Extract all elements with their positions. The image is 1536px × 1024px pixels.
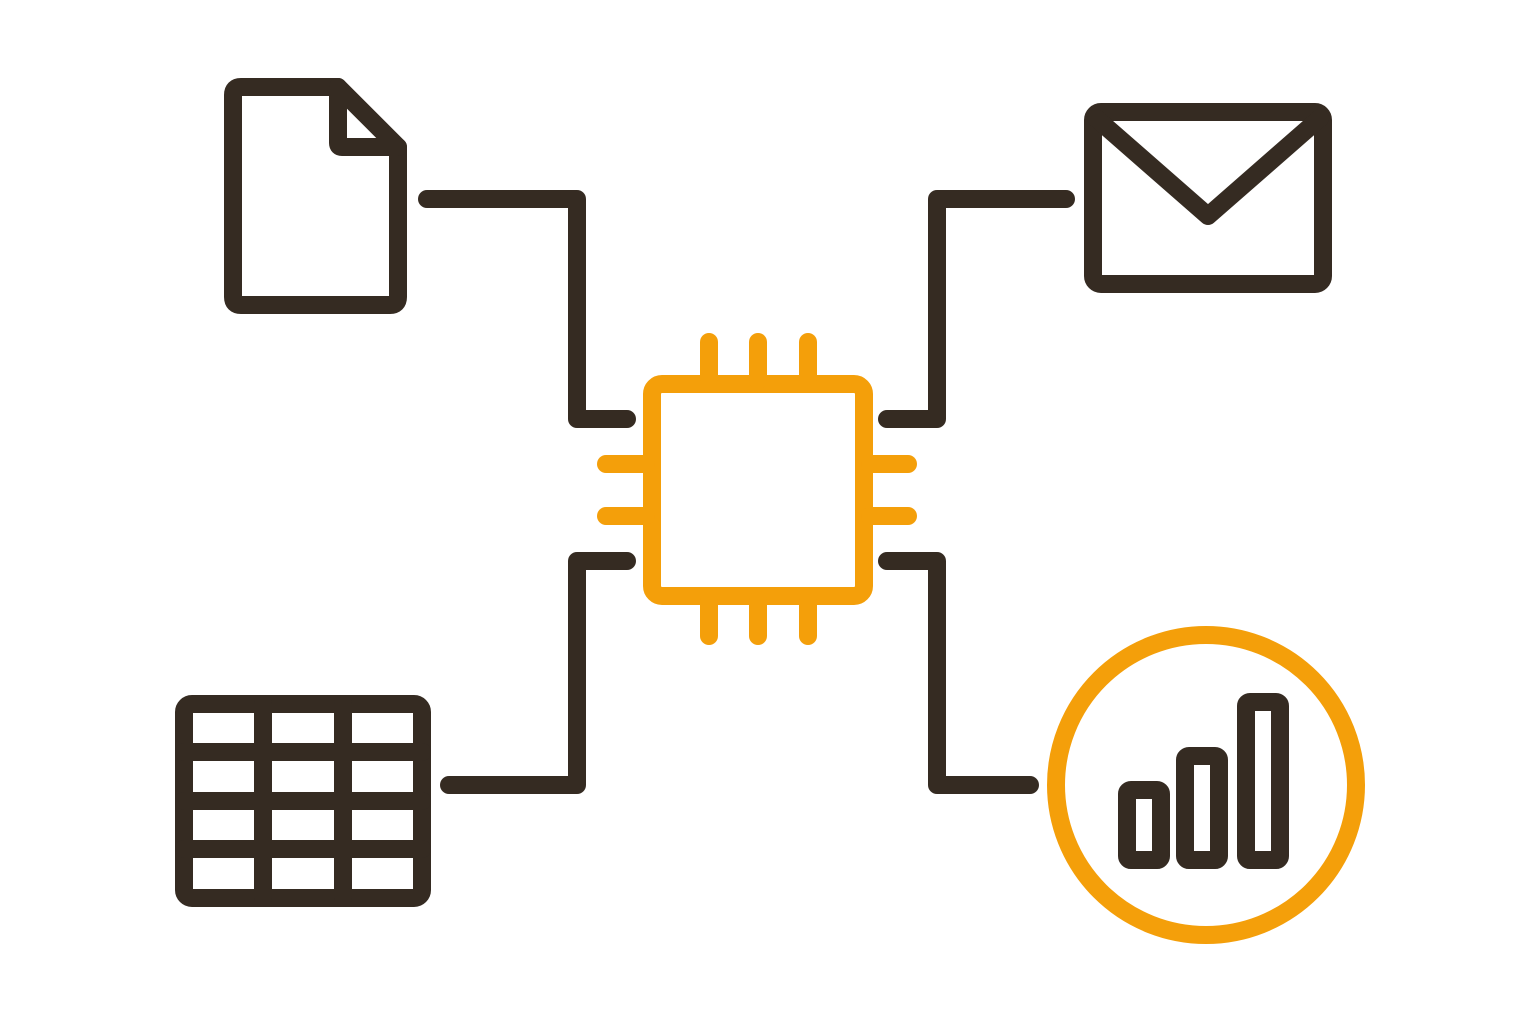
- connector-email-chip: [878, 190, 1075, 428]
- envelope-icon: [1084, 103, 1332, 293]
- connector-spreadsheet-chip: [440, 552, 636, 794]
- document-icon: [224, 78, 407, 314]
- connector-analytics-chip: [878, 552, 1039, 794]
- bar-chart-icon: [1047, 626, 1365, 944]
- table-grid-icon: [175, 695, 431, 907]
- cpu-chip-icon: [597, 333, 917, 645]
- connectors: [418, 190, 1075, 794]
- connector-document-chip: [418, 190, 636, 428]
